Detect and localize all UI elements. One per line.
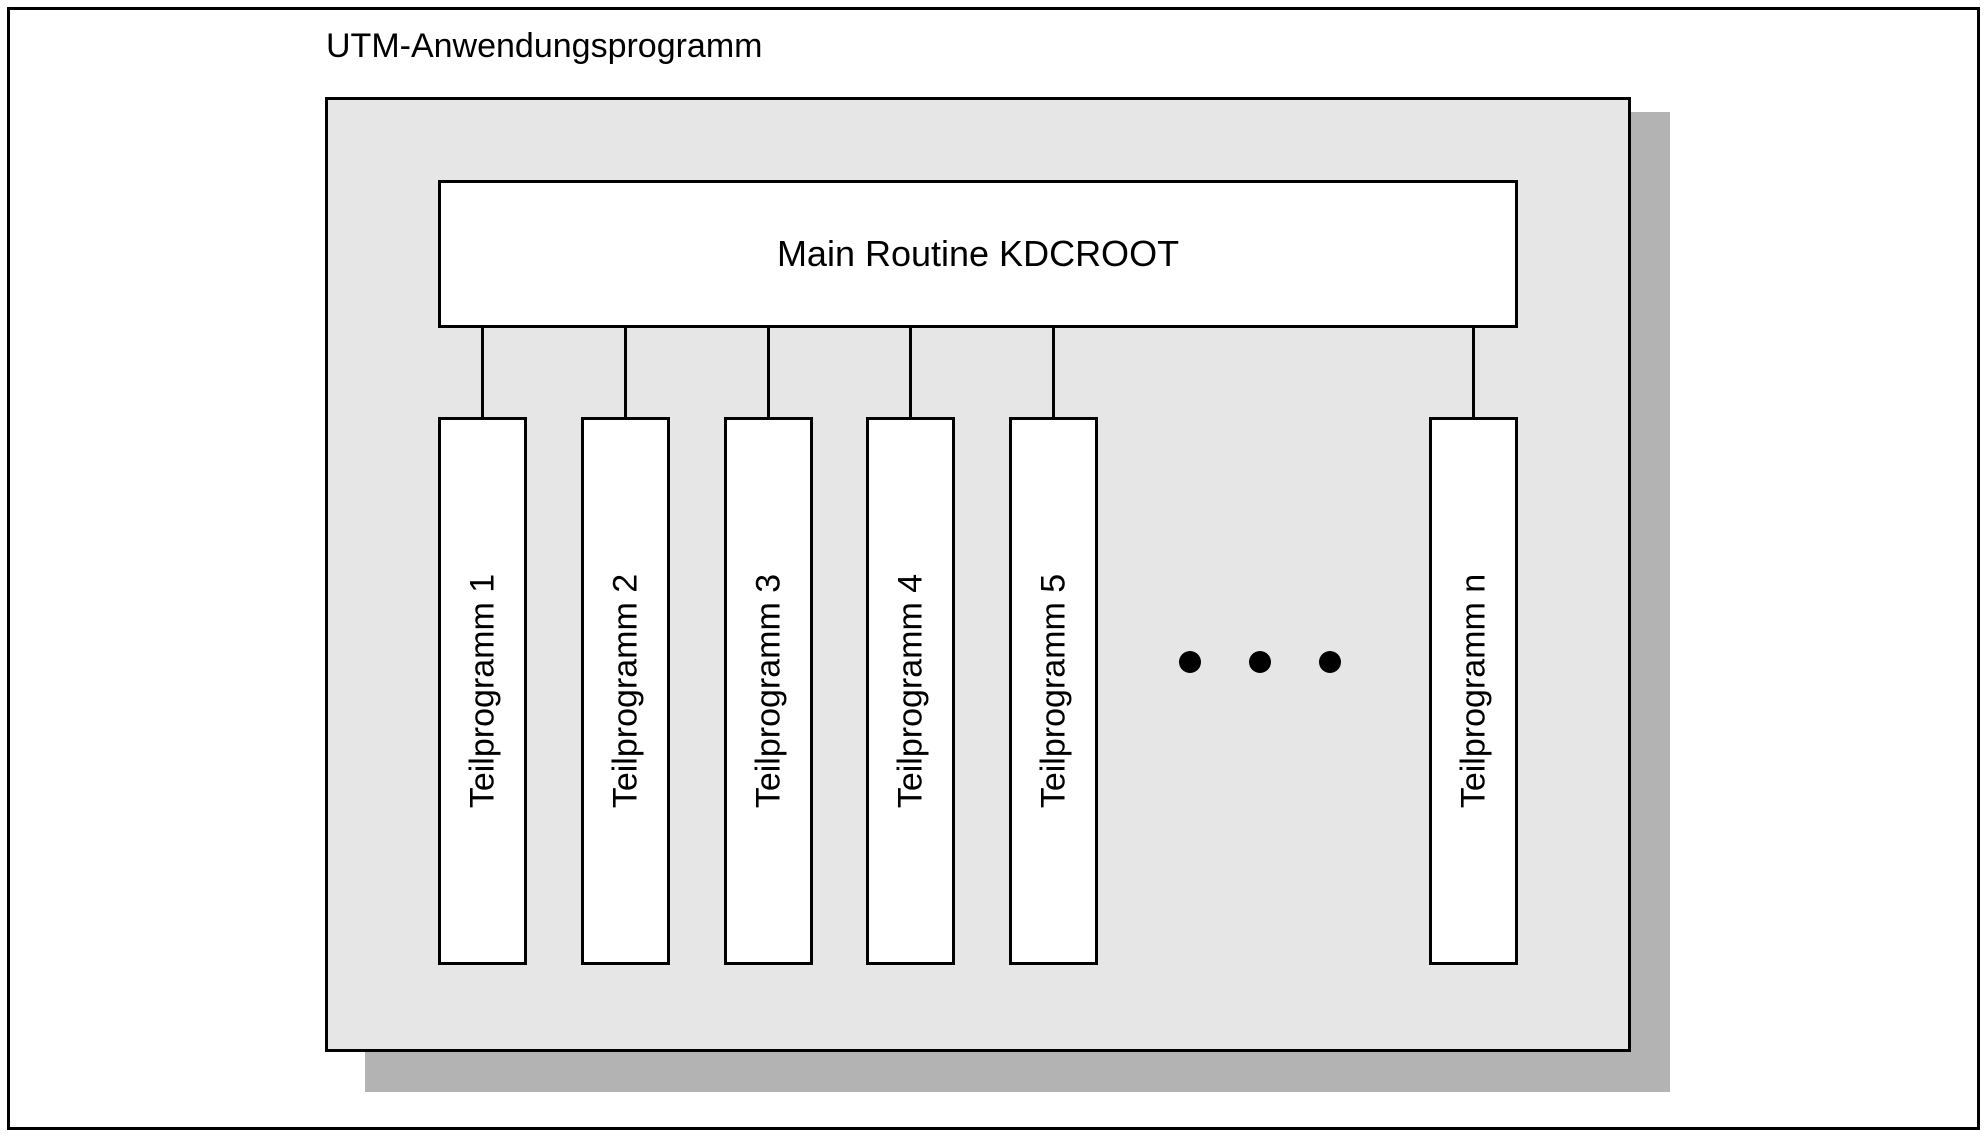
subprogram-box: Teilprogramm n <box>1429 417 1518 965</box>
panel-title: UTM-Anwendungsprogramm <box>326 27 763 65</box>
subprogram-box: Teilprogramm 2 <box>581 417 670 965</box>
ellipsis-dot <box>1249 651 1271 673</box>
connector-line <box>1052 325 1055 419</box>
subprogram-label: Teilprogramm 1 <box>463 573 501 809</box>
connector-line <box>1472 325 1475 419</box>
connector-line <box>624 325 627 419</box>
subprogram-box: Teilprogramm 4 <box>866 417 955 965</box>
connector-line <box>909 325 912 419</box>
subprogram-label: Teilprogramm 4 <box>891 573 929 809</box>
main-routine-label: Main Routine KDCROOT <box>776 233 1180 274</box>
connector-line <box>481 325 484 419</box>
connector-line <box>767 325 770 419</box>
ellipsis-dot <box>1319 651 1341 673</box>
main-routine-box: Main Routine KDCROOT <box>438 180 1518 328</box>
subprogram-box: Teilprogramm 1 <box>438 417 527 965</box>
subprogram-label: Teilprogramm 3 <box>749 573 787 809</box>
subprogram-label: Teilprogramm 2 <box>606 573 644 809</box>
figure-border <box>7 7 1980 1130</box>
ellipsis-dot <box>1179 651 1201 673</box>
subprogram-box: Teilprogramm 3 <box>724 417 813 965</box>
subprogram-label: Teilprogramm n <box>1454 573 1492 809</box>
subprogram-box: Teilprogramm 5 <box>1009 417 1098 965</box>
subprogram-label: Teilprogramm 5 <box>1034 573 1072 809</box>
